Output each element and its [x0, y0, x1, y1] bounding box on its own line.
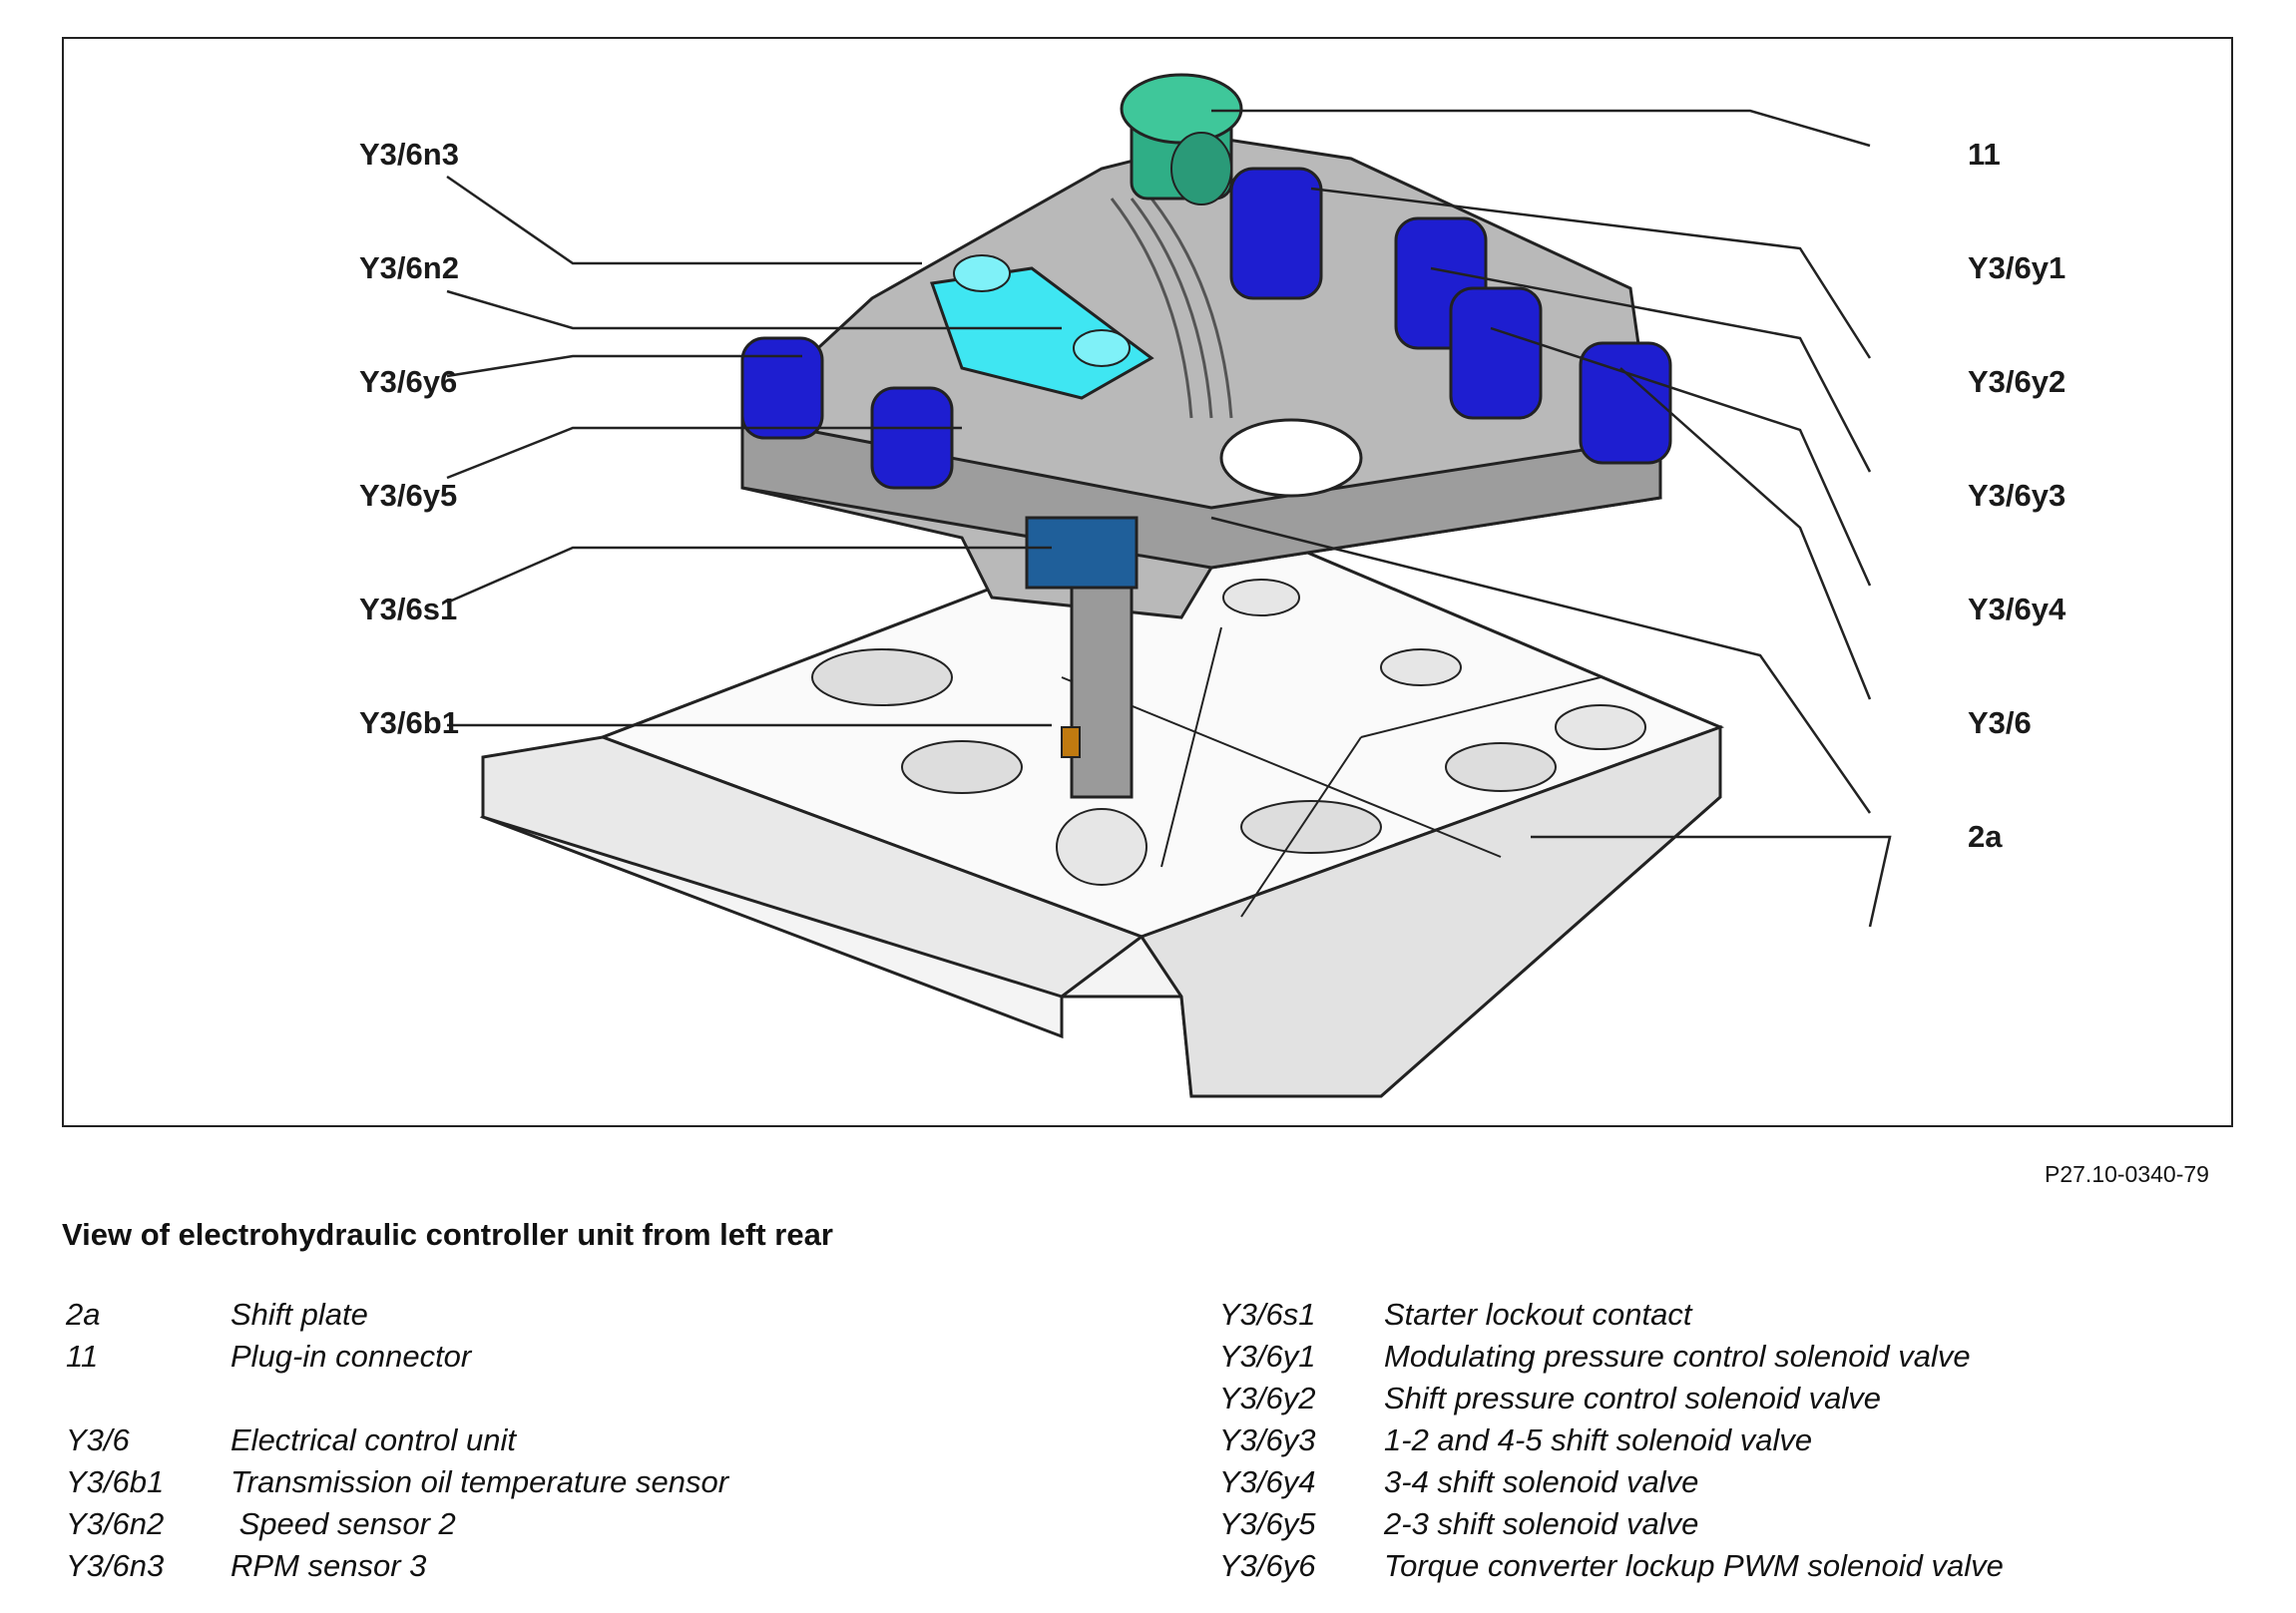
callout-y3-6y4: Y3/6y4 — [1968, 592, 2066, 626]
callout-y3-6y2: Y3/6y2 — [1968, 364, 2066, 399]
solenoid-valves — [740, 167, 1672, 490]
legend-code: Y3/6y4 — [1219, 1464, 1316, 1499]
legend-desc: RPM sensor 3 — [230, 1548, 427, 1583]
callout-y3-6n2: Y3/6n2 — [359, 250, 459, 285]
plug-in-connector — [1120, 73, 1243, 205]
legend-code: Y3/6y1 — [1219, 1339, 1316, 1374]
legend-code: Y3/6y3 — [1219, 1422, 1316, 1457]
speed-sensor — [929, 254, 1154, 400]
figure-id: P27.10-0340-79 — [2045, 1161, 2209, 1187]
legend-code: Y3/6b1 — [66, 1464, 165, 1499]
legend-code: Y3/6n2 — [66, 1506, 165, 1541]
callout-y3-6y5: Y3/6y5 — [359, 478, 458, 513]
legend-desc: Transmission oil temperature sensor — [230, 1464, 729, 1499]
legend-desc: Speed sensor 2 — [230, 1506, 456, 1541]
callout-y3-6y3: Y3/6y3 — [1968, 478, 2066, 513]
diagram-frame: Y3/6n3 Y3/6n2 Y3/6y6 Y3/6y5 Y3/6s1 Y3/6b… — [62, 37, 2233, 1127]
callout-y3-6: Y3/6 — [1968, 705, 2032, 740]
legend-code: Y3/6y6 — [1219, 1548, 1316, 1583]
legend-desc: Plug-in connector — [230, 1339, 472, 1374]
legend-desc: Starter lockout contact — [1384, 1297, 1692, 1332]
legend-desc: Shift plate — [230, 1297, 368, 1332]
controller-unit-illustration — [446, 73, 1892, 1098]
legend-desc: Shift pressure control solenoid valve — [1384, 1381, 1881, 1415]
legend-code: Y3/6y5 — [1219, 1506, 1316, 1541]
legend-code: Y3/6s1 — [1219, 1297, 1316, 1332]
legend-desc: Torque converter lockup PWM solenoid val… — [1384, 1548, 2004, 1583]
shift-plate — [479, 506, 1725, 1098]
legend-desc: 2-3 shift solenoid valve — [1384, 1506, 1699, 1541]
callout-y3-6s1: Y3/6s1 — [359, 592, 458, 626]
legend-code: Y3/6 — [66, 1422, 130, 1457]
legend-code: 2a — [66, 1297, 101, 1332]
callout-y3-6b1: Y3/6b1 — [359, 705, 459, 740]
legend-desc: 3-4 shift solenoid valve — [1384, 1464, 1699, 1499]
callout-y3-6y6: Y3/6y6 — [359, 364, 458, 399]
legend-code: Y3/6y2 — [1219, 1381, 1316, 1415]
legend-code: Y3/6n3 — [66, 1548, 165, 1583]
legend-desc: 1-2 and 4-5 shift solenoid valve — [1384, 1422, 1813, 1457]
leader-lines — [446, 109, 1892, 928]
callout-11: 11 — [1968, 137, 2001, 172]
callout-2a: 2a — [1968, 819, 2003, 854]
legend-desc: Modulating pressure control solenoid val… — [1384, 1339, 1971, 1374]
legend-desc: Electrical control unit — [230, 1422, 517, 1457]
temperature-sensor — [1061, 726, 1081, 758]
callout-y3-6n3: Y3/6n3 — [359, 137, 459, 172]
starter-lockout-contact — [1025, 516, 1139, 590]
callout-y3-6y1: Y3/6y1 — [1968, 250, 2066, 285]
legend-code: 11 — [66, 1339, 99, 1374]
figure-caption: View of electrohydraulic controller unit… — [62, 1217, 833, 1252]
